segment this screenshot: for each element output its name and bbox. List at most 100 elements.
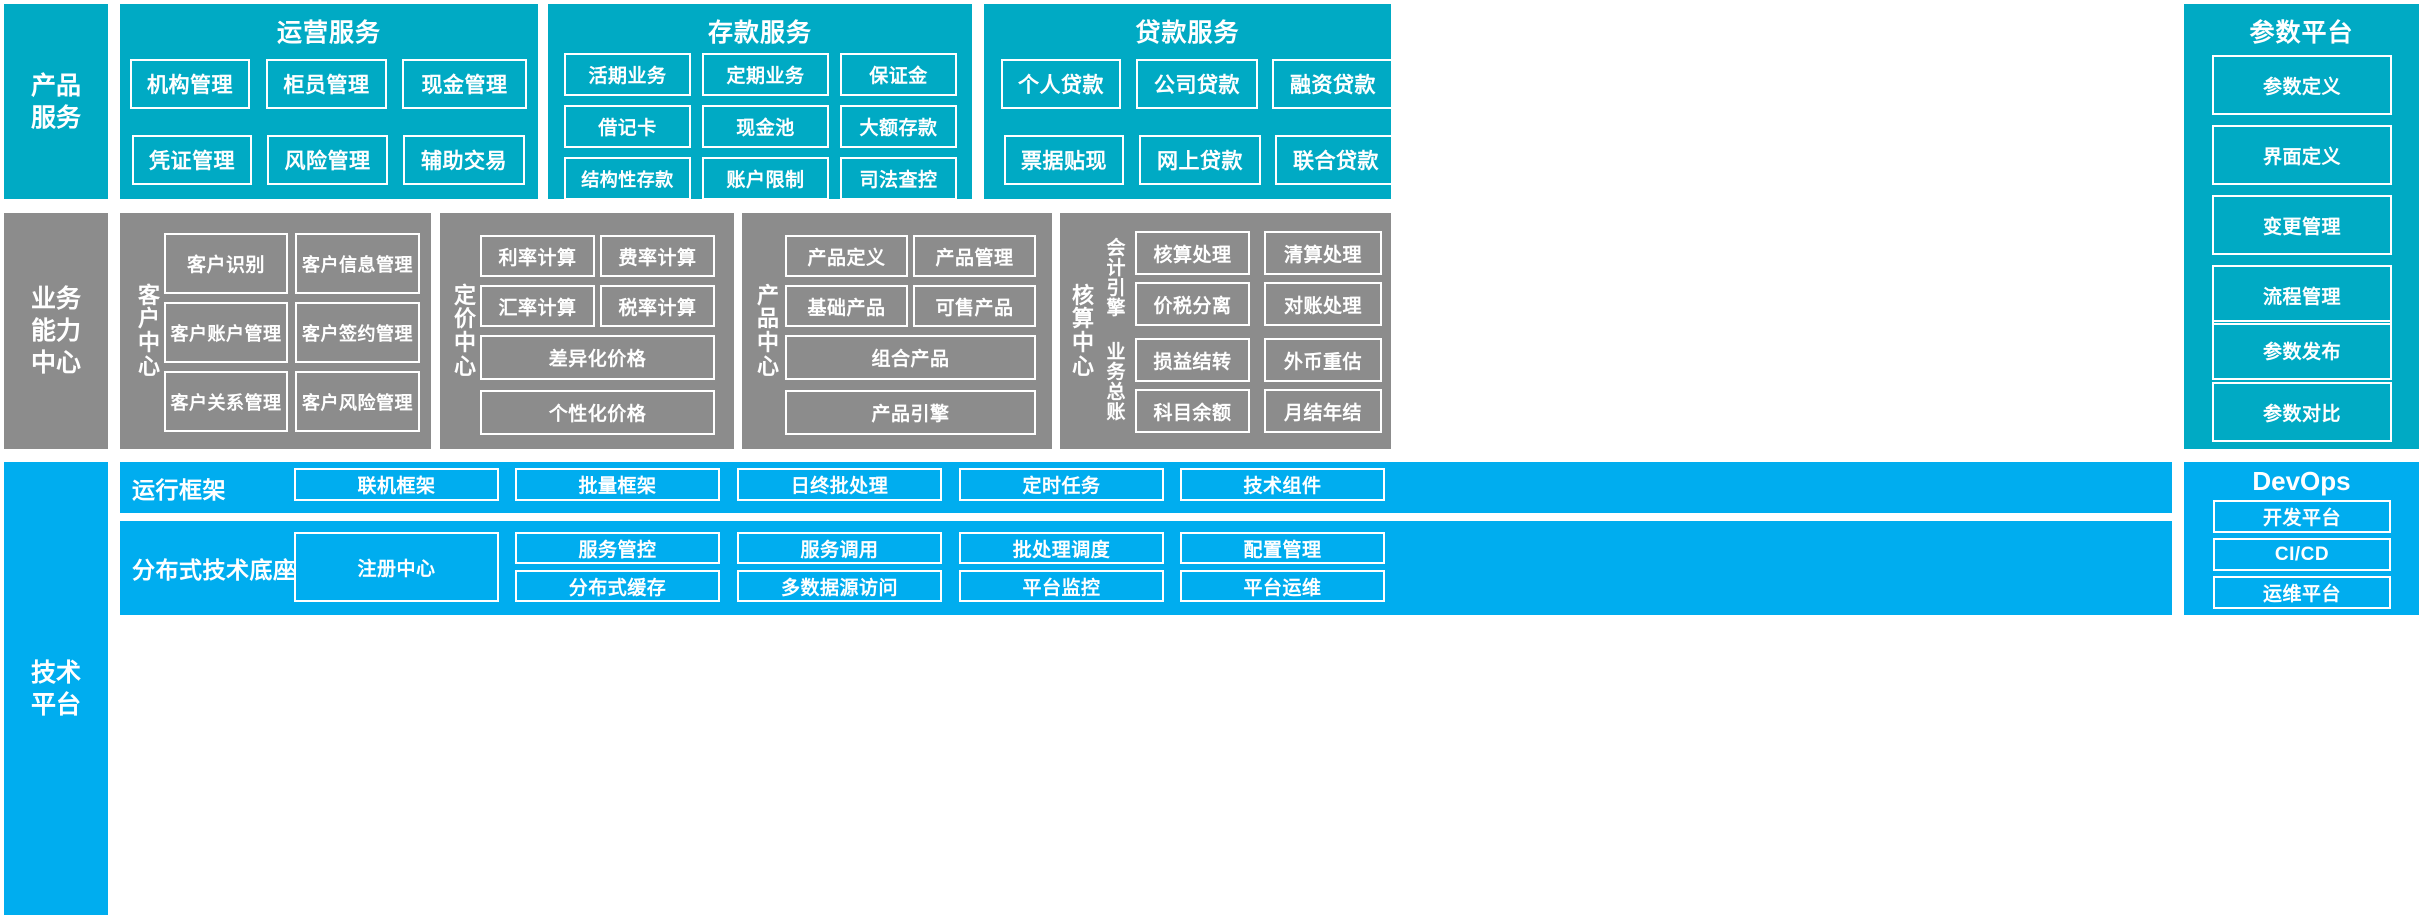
product-service-label-line2: 服务	[30, 103, 81, 132]
tile-distributed-cache[interactable]: 分布式缓存	[515, 570, 720, 602]
tile-debit-card[interactable]: 借记卡	[564, 105, 691, 148]
tile-financing-loan[interactable]: 融资贷款	[1272, 59, 1394, 109]
tile-batch-framework[interactable]: 批量框架	[515, 468, 720, 501]
tile-platform-operations[interactable]: 平台运维	[1180, 570, 1385, 602]
business-capability-label-line3: 中心	[30, 349, 81, 377]
tile-auxiliary-transaction[interactable]: 辅助交易	[403, 135, 525, 185]
layer-label-product-service: 产品 服务	[4, 4, 108, 199]
tile-product-engine[interactable]: 产品引擎	[785, 390, 1036, 435]
tile-product-management[interactable]: 产品管理	[913, 235, 1036, 277]
tile-risk-management[interactable]: 风险管理	[267, 135, 388, 185]
tech-row-label-distributed-base: 分布式技术底座	[132, 557, 297, 583]
tile-fee-rate-calc[interactable]: 费率计算	[600, 235, 715, 277]
tile-parameter-release[interactable]: 参数发布	[2212, 320, 2392, 380]
tile-accounting-processing[interactable]: 核算处理	[1135, 231, 1250, 275]
tile-development-platform[interactable]: 开发平台	[2213, 500, 2391, 533]
tile-demand-deposit[interactable]: 活期业务	[564, 53, 691, 96]
tile-service-governance[interactable]: 服务管控	[515, 532, 720, 564]
tile-settlement-processing[interactable]: 清算处理	[1264, 231, 1382, 275]
panel-parameter-platform: 参数平台 参数定义 界面定义 变更管理 流程管理 参数发布 参数对比	[2184, 4, 2419, 449]
tile-process-management[interactable]: 流程管理	[2212, 265, 2392, 325]
tile-product-definition[interactable]: 产品定义	[785, 235, 908, 277]
tile-subject-balance[interactable]: 科目余额	[1135, 389, 1250, 433]
tile-online-loan[interactable]: 网上贷款	[1139, 135, 1261, 185]
tile-voucher-management[interactable]: 凭证管理	[132, 135, 252, 185]
tile-scheduled-task[interactable]: 定时任务	[959, 468, 1164, 501]
tile-parameter-comparison[interactable]: 参数对比	[2212, 382, 2392, 442]
tile-interest-rate-calc[interactable]: 利率计算	[480, 235, 595, 277]
group-loan-service: 贷款服务 个人贷款 公司贷款 融资贷款 票据贴现 网上贷款 联合贷款	[984, 4, 1397, 199]
tech-row-distributed-base: 分布式技术底座 注册中心 服务管控 分布式缓存 服务调用 多数据源访问 批处理调…	[120, 521, 2172, 615]
subgroup-label-accounting-engine: 会 计 引 擎	[1106, 237, 1126, 320]
panel-devops: DevOps 开发平台 CI/CD 运维平台	[2184, 462, 2419, 615]
tile-tax-rate-calc[interactable]: 税率计算	[600, 285, 715, 327]
center-label-product: 产 品 中 心	[756, 282, 779, 379]
subgroup-label-general-ledger: 业 务 总 账	[1106, 341, 1126, 424]
center-pricing: 定 价 中 心 利率计算 费率计算 汇率计算 税率计算 差异化价格 个性化价格	[440, 213, 734, 449]
tile-multi-datasource-access[interactable]: 多数据源访问	[737, 570, 942, 602]
center-label-accounting: 核 算 中 心	[1071, 282, 1094, 379]
tile-composite-product[interactable]: 组合产品	[785, 335, 1036, 380]
tile-online-framework[interactable]: 联机框架	[294, 468, 499, 501]
tile-differential-pricing[interactable]: 差异化价格	[480, 335, 715, 380]
tile-change-management[interactable]: 变更管理	[2212, 195, 2392, 255]
tile-registry-center[interactable]: 注册中心	[294, 532, 499, 602]
tile-ci-cd[interactable]: CI/CD	[2213, 538, 2391, 571]
tile-personal-loan[interactable]: 个人贷款	[1001, 59, 1121, 109]
tile-customer-info-management[interactable]: 客户信息管理	[295, 233, 420, 294]
center-accounting: 核 算 中 心 会 计 引 擎 业 务 总 账 核算处理 清算处理 价税分离 对…	[1060, 213, 1391, 449]
group-title-operations-service: 运营服务	[276, 19, 381, 47]
tile-account-restriction[interactable]: 账户限制	[702, 157, 829, 200]
tile-teller-management[interactable]: 柜员管理	[266, 59, 387, 109]
product-service-label-line1: 产品	[30, 71, 81, 100]
tile-customer-risk-management[interactable]: 客户风险管理	[295, 371, 420, 432]
tile-operations-platform[interactable]: 运维平台	[2213, 576, 2391, 609]
tile-margin-deposit[interactable]: 保证金	[840, 53, 957, 96]
tile-time-deposit[interactable]: 定期业务	[702, 53, 829, 96]
tile-profit-loss-carryover[interactable]: 损益结转	[1135, 338, 1250, 382]
tile-service-invocation[interactable]: 服务调用	[737, 532, 942, 564]
tile-syndicated-loan[interactable]: 联合贷款	[1275, 135, 1397, 185]
group-operations-service: 运营服务 机构管理 柜员管理 现金管理 凭证管理 风险管理 辅助交易	[120, 4, 538, 199]
tech-row-runtime-framework: 运行框架 联机框架 批量框架 日终批处理 定时任务 技术组件	[120, 462, 2172, 513]
tile-exchange-rate-calc[interactable]: 汇率计算	[480, 285, 595, 327]
tile-bill-discount[interactable]: 票据贴现	[1004, 135, 1124, 185]
tile-customer-relation-management[interactable]: 客户关系管理	[164, 371, 288, 432]
group-title-deposit-service: 存款服务	[707, 19, 812, 47]
tile-customer-account-management[interactable]: 客户账户管理	[164, 302, 288, 363]
tile-judicial-control[interactable]: 司法查控	[840, 157, 957, 200]
layer-label-business-capability: 业务 能力 中心	[4, 213, 108, 449]
center-label-pricing: 定 价 中 心	[453, 282, 476, 379]
tile-reconciliation-processing[interactable]: 对账处理	[1264, 282, 1382, 326]
tile-eod-batch-processing[interactable]: 日终批处理	[737, 468, 942, 501]
tile-foreign-currency-revaluation[interactable]: 外币重估	[1264, 338, 1382, 382]
tile-structured-deposit[interactable]: 结构性存款	[564, 157, 691, 200]
tile-cash-pool[interactable]: 现金池	[702, 105, 829, 148]
tech-platform-label-line1: 技术	[30, 658, 81, 687]
tile-corporate-loan[interactable]: 公司贷款	[1136, 59, 1258, 109]
tile-large-deposit[interactable]: 大额存款	[840, 105, 957, 148]
center-label-customer: 客 户 中 心	[137, 282, 160, 379]
business-capability-label-line2: 能力	[30, 317, 81, 345]
group-deposit-service: 存款服务 活期业务 定期业务 保证金 借记卡 现金池 大额存款 结构性存款 账户…	[548, 4, 972, 200]
tile-customer-contract-management[interactable]: 客户签约管理	[295, 302, 420, 363]
tile-interface-definition[interactable]: 界面定义	[2212, 125, 2392, 185]
center-customer: 客 户 中 心 客户识别 客户信息管理 客户账户管理 客户签约管理 客户关系管理…	[120, 213, 431, 449]
tile-platform-monitoring[interactable]: 平台监控	[959, 570, 1164, 602]
tile-configuration-management[interactable]: 配置管理	[1180, 532, 1385, 564]
tile-personalized-pricing[interactable]: 个性化价格	[480, 390, 715, 435]
tile-cash-management[interactable]: 现金管理	[402, 59, 527, 109]
business-capability-label-line1: 业务	[30, 285, 81, 313]
tile-price-tax-separation[interactable]: 价税分离	[1135, 282, 1250, 326]
tile-technical-component[interactable]: 技术组件	[1180, 468, 1385, 501]
tile-month-year-end-closing[interactable]: 月结年结	[1264, 389, 1382, 433]
tile-parameter-definition[interactable]: 参数定义	[2212, 55, 2392, 115]
tile-basic-product[interactable]: 基础产品	[785, 285, 908, 327]
tile-org-management[interactable]: 机构管理	[130, 59, 250, 109]
tile-sellable-product[interactable]: 可售产品	[913, 285, 1036, 327]
center-product: 产 品 中 心 产品定义 产品管理 基础产品 可售产品 组合产品 产品引擎	[742, 213, 1052, 449]
tech-platform-label-line2: 平台	[30, 690, 81, 719]
tile-batch-scheduling[interactable]: 批处理调度	[959, 532, 1164, 564]
tile-customer-identification[interactable]: 客户识别	[164, 233, 288, 294]
